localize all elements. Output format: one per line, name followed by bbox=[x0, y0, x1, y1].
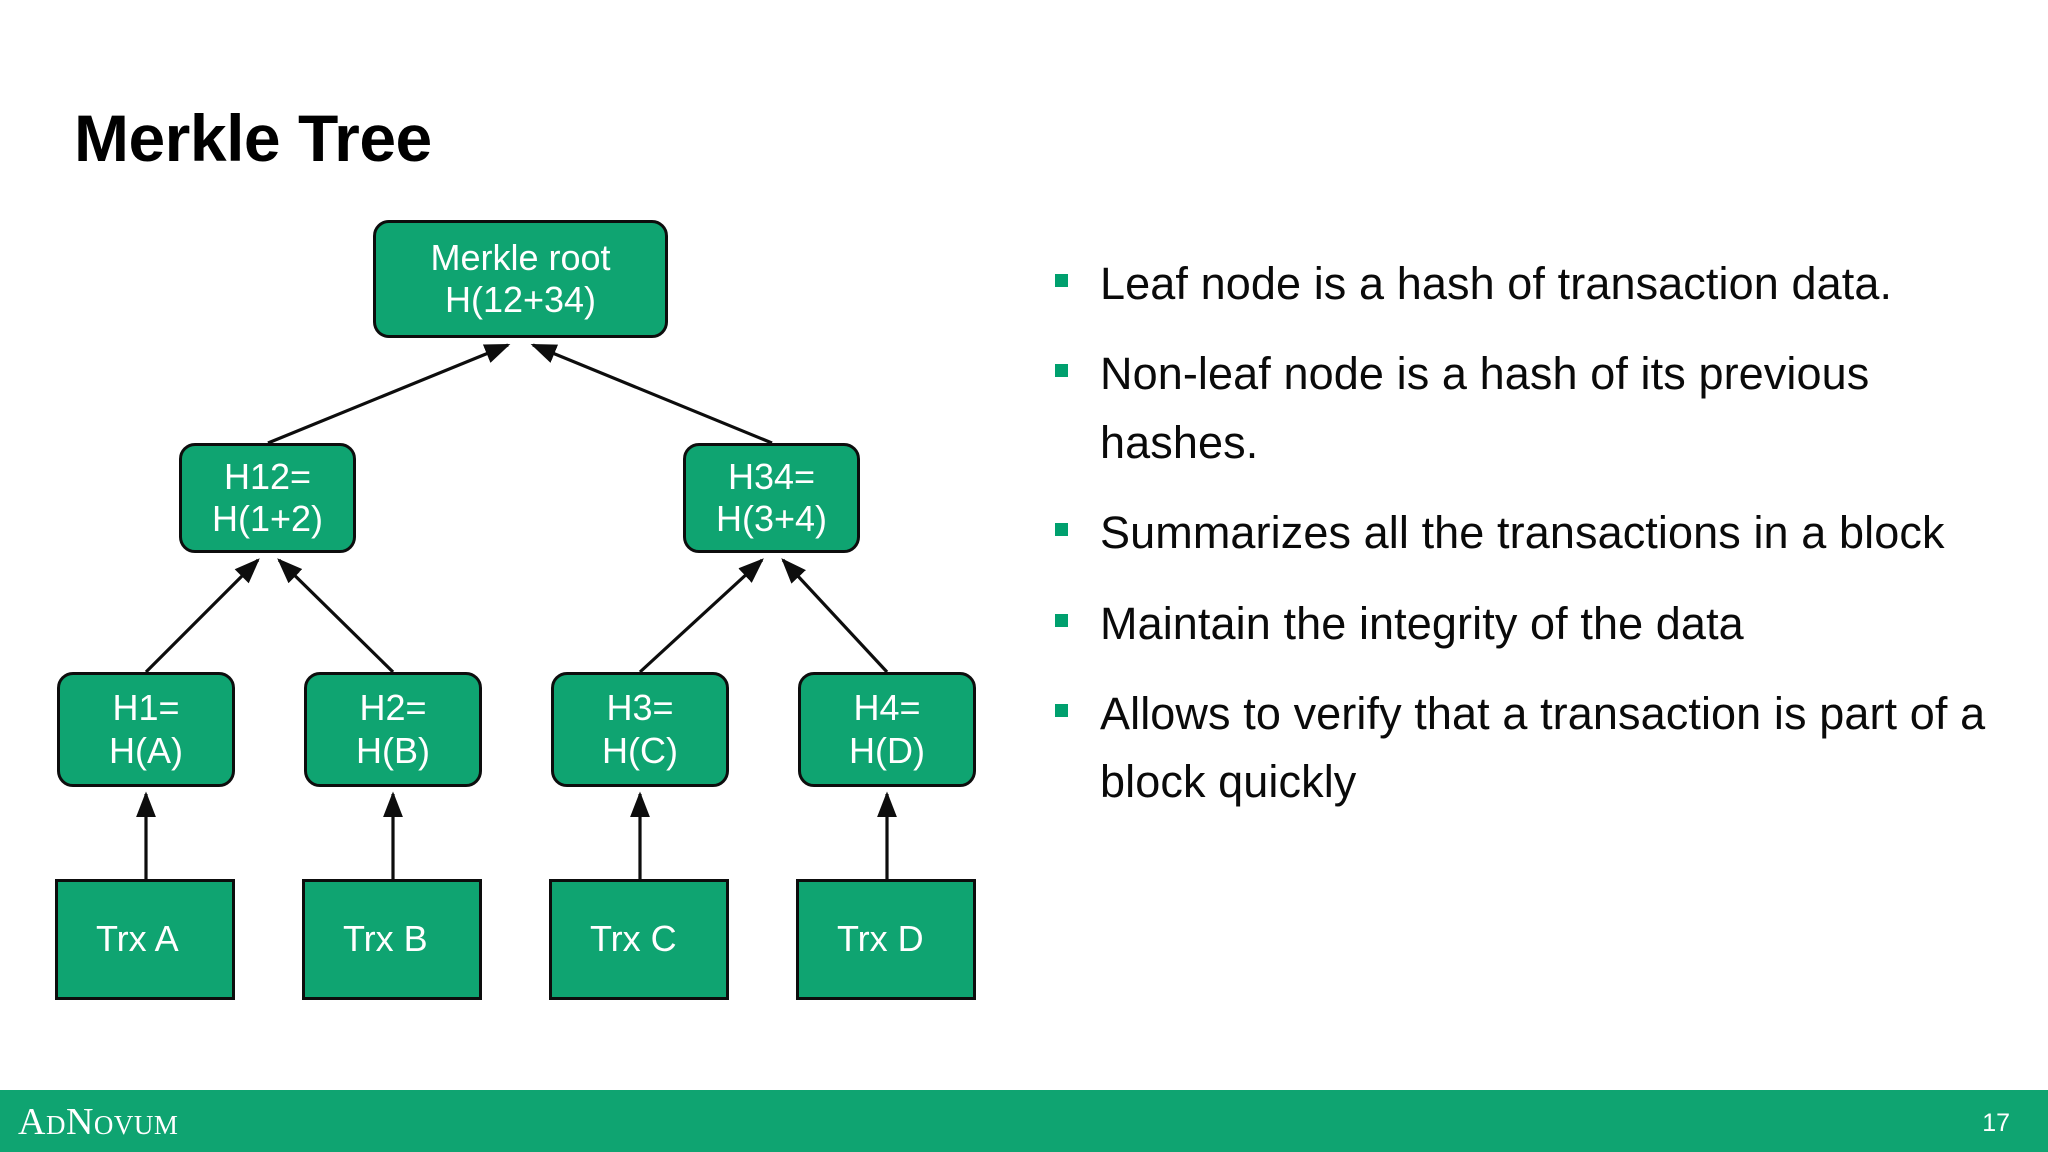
bullet-square-icon bbox=[1055, 613, 1068, 627]
node-h4-line2: H(D) bbox=[849, 729, 925, 771]
diagram-connector-arrows bbox=[136, 343, 897, 879]
node-trx-c[interactable]: Trx C bbox=[549, 879, 729, 1000]
logo-letters-ovum: OVUM bbox=[93, 1110, 179, 1140]
node-h4-line1: H4= bbox=[853, 687, 921, 729]
node-trx-a-label: Trx A bbox=[96, 918, 179, 960]
node-h3-line2: H(C) bbox=[602, 729, 678, 771]
node-h4[interactable]: H4= H(D) bbox=[798, 672, 976, 787]
bullet-list: Leaf node is a hash of transaction data.… bbox=[1055, 250, 2015, 839]
bullet-text: Maintain the integrity of the data bbox=[1100, 597, 1744, 649]
page-number: 17 bbox=[1982, 1109, 2010, 1137]
node-h2-line1: H2= bbox=[359, 687, 427, 729]
node-h12-line1: H12= bbox=[223, 455, 312, 497]
node-h2[interactable]: H2= H(B) bbox=[304, 672, 482, 787]
node-h1[interactable]: H1= H(A) bbox=[57, 672, 235, 787]
footer-bar: ADNOVUM 17 bbox=[0, 1090, 2048, 1152]
adnovum-logo: ADNOVUM bbox=[18, 1100, 178, 1144]
bullet-text: Allows to verify that a transaction is p… bbox=[1100, 687, 1986, 808]
node-h1-line1: H1= bbox=[112, 687, 180, 729]
node-trx-d-label: Trx D bbox=[837, 918, 924, 960]
node-trx-b-label: Trx B bbox=[343, 918, 428, 960]
node-merkle-root[interactable]: Merkle root H(12+34) bbox=[373, 220, 668, 338]
node-h34-line1: H34= bbox=[727, 455, 816, 497]
logo-letter-d: D bbox=[45, 1110, 66, 1140]
node-h34[interactable]: H34= H(3+4) bbox=[683, 443, 860, 553]
node-h3[interactable]: H3= H(C) bbox=[551, 672, 729, 787]
node-h3-line1: H3= bbox=[606, 687, 674, 729]
node-h1-line2: H(A) bbox=[109, 729, 183, 771]
node-merkle-root-line2: H(12+34) bbox=[444, 279, 597, 320]
logo-letter-n: N bbox=[65, 1101, 94, 1143]
node-trx-b[interactable]: Trx B bbox=[302, 879, 482, 1000]
list-item: Allows to verify that a transaction is p… bbox=[1055, 680, 2015, 817]
bullet-text: Non-leaf node is a hash of its previous … bbox=[1100, 348, 1870, 468]
logo-letter-a: A bbox=[18, 1101, 46, 1143]
bullet-square-icon bbox=[1055, 523, 1068, 537]
page-title: Merkle Tree bbox=[74, 101, 432, 176]
node-merkle-root-line1: Merkle root bbox=[430, 236, 611, 278]
bullet-square-icon bbox=[1055, 274, 1068, 287]
node-trx-d[interactable]: Trx D bbox=[796, 879, 976, 1000]
list-item: Summarizes all the transactions in a blo… bbox=[1055, 499, 2015, 567]
node-h34-line2: H(3+4) bbox=[715, 498, 828, 539]
node-h2-line2: H(B) bbox=[356, 729, 430, 771]
bullet-square-icon bbox=[1055, 364, 1068, 378]
bullet-text: Leaf node is a hash of transaction data. bbox=[1100, 258, 1893, 309]
list-item: Maintain the integrity of the data bbox=[1055, 590, 2015, 658]
node-h12-line2: H(1+2) bbox=[211, 498, 324, 539]
list-item: Non-leaf node is a hash of its previous … bbox=[1055, 340, 2015, 477]
node-trx-c-label: Trx C bbox=[590, 918, 677, 960]
list-item: Leaf node is a hash of transaction data. bbox=[1055, 250, 2015, 318]
merkle-tree-diagram: Merkle root H(12+34) H12= H(1+2) H34= H(… bbox=[0, 0, 1010, 1080]
bullet-square-icon bbox=[1055, 703, 1068, 717]
node-trx-a[interactable]: Trx A bbox=[55, 879, 235, 1000]
node-h12[interactable]: H12= H(1+2) bbox=[179, 443, 356, 553]
bullet-text: Summarizes all the transactions in a blo… bbox=[1100, 507, 1945, 559]
